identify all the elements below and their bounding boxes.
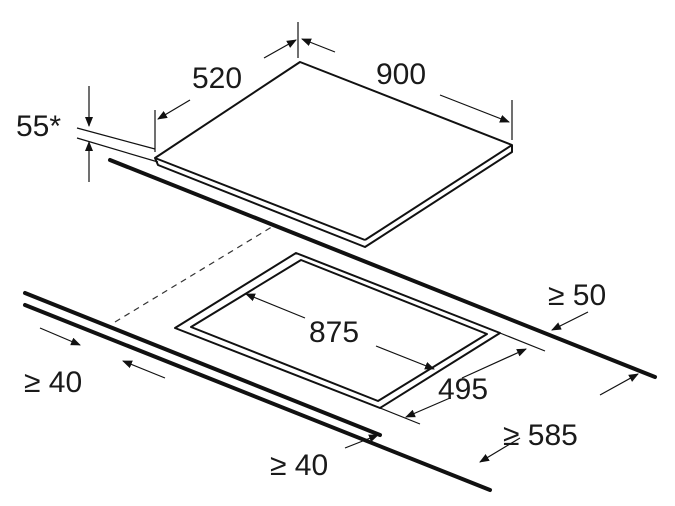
worktop-dashed-line — [114, 224, 276, 323]
label-min-front: ≥ 40 — [270, 449, 328, 482]
worktop — [23, 158, 657, 492]
dim-min-back — [551, 311, 589, 331]
cooktop-right-edge — [364, 144, 513, 241]
label-height: 55* — [16, 110, 61, 143]
dim-depth — [154, 22, 299, 152]
label-cutout-width: 875 — [309, 316, 359, 349]
dim-height — [76, 86, 159, 182]
dim-cutout-depth — [379, 332, 546, 425]
label-cutout-depth: 495 — [438, 373, 488, 406]
dim-min-side-left — [39, 327, 166, 379]
cooktop-top-edge — [154, 157, 366, 241]
cutout-inner — [190, 259, 488, 402]
dim-width — [301, 38, 513, 140]
label-min-side-left: ≥ 40 — [24, 366, 82, 399]
worktop-back-edge — [108, 158, 657, 379]
worktop-front-edge-lower — [23, 303, 492, 492]
cooktop — [154, 61, 513, 248]
cooktop-top-outline — [154, 61, 513, 248]
dim-cutout-width — [245, 293, 435, 370]
label-min-worktop-depth: ≥ 585 — [503, 419, 578, 452]
label-depth: 520 — [192, 62, 242, 95]
label-width: 900 — [376, 58, 426, 91]
dim-min-front — [344, 434, 379, 449]
dim-min-worktop-depth — [479, 373, 639, 463]
worktop-front-edge-upper — [23, 291, 382, 437]
label-min-back: ≥ 50 — [548, 279, 606, 312]
